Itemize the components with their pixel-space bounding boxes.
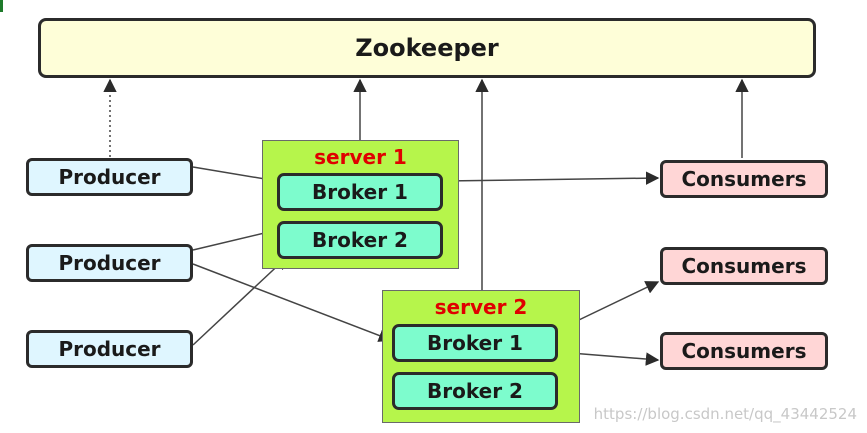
server-1-label: server 1 <box>314 145 407 169</box>
server-1-broker-1: Broker 1 <box>277 173 443 211</box>
server-2-label: server 2 <box>434 295 528 319</box>
server-1-broker-2: Broker 2 <box>277 221 443 259</box>
producer-box-2: Producer <box>26 244 193 282</box>
consumers-box-2: Consumers <box>660 247 828 285</box>
broker-label: Broker 2 <box>312 228 408 252</box>
broker-label: Broker 2 <box>427 379 523 403</box>
s1-broker1-to-consumers1 <box>443 171 660 185</box>
producer-box-3: Producer <box>26 330 193 368</box>
consumers-box-1: Consumers <box>660 160 828 198</box>
consumers-label: Consumers <box>681 167 807 191</box>
producer-label: Producer <box>58 165 161 189</box>
consumers-label: Consumers <box>681 339 807 363</box>
producer-label: Producer <box>58 251 161 275</box>
producer-box-1: Producer <box>26 158 193 196</box>
watermark-text: https://blog.csdn.net/qq_43442524 <box>593 405 857 423</box>
zookeeper-label: Zookeeper <box>355 34 499 62</box>
corner-marker <box>0 0 3 12</box>
broker-label: Broker 1 <box>427 331 523 355</box>
producer3-to-s1-broker2 <box>192 256 288 346</box>
server-2-broker-1: Broker 1 <box>392 324 558 362</box>
consumers-box-3: Consumers <box>660 332 828 370</box>
server-2-broker-2: Broker 2 <box>392 372 558 410</box>
producer-label: Producer <box>58 337 161 361</box>
zookeeper-box: Zookeeper <box>38 18 816 78</box>
producer2-to-s2-broker1 <box>192 263 393 342</box>
broker-label: Broker 1 <box>312 180 408 204</box>
consumers-label: Consumers <box>681 254 807 278</box>
